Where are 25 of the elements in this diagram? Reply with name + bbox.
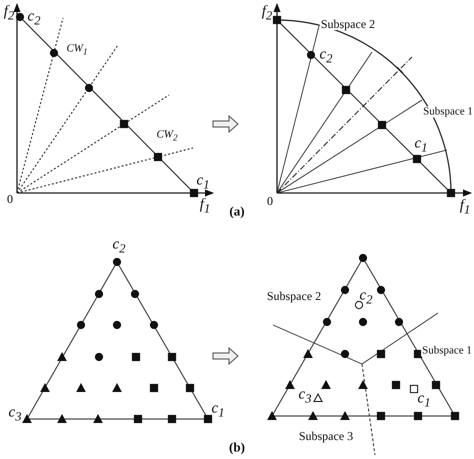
point-label: c$_{2}$ — [360, 288, 372, 306]
point-label: CW$_{1}$ — [66, 43, 88, 57]
origin-label: 0 — [266, 195, 274, 207]
point-label: CW$_{2}$ — [156, 129, 178, 143]
region-label: Subspace 2 — [320, 18, 376, 30]
region-label: Subspace 1 — [421, 346, 473, 356]
point-label: c$_{1}$ — [414, 136, 428, 154]
point-label: c$_{1}$ — [196, 173, 210, 191]
origin-label: 0 — [6, 193, 14, 205]
region-label: Subspace 3 — [298, 430, 354, 442]
region-label: Subspace 1 — [422, 106, 474, 118]
axis-label: f$_{2}$ — [4, 4, 14, 22]
region-label: Subspace 2 — [266, 290, 322, 302]
panel-label: (a) — [229, 204, 245, 218]
point-label: c$_{3}$ — [8, 405, 22, 423]
point-label: c$_{2}$ — [112, 237, 126, 255]
point-label: c$_{1}$ — [212, 401, 224, 419]
point-label: c$_{2}$ — [28, 9, 40, 27]
point-label: c$_{3}$ — [298, 387, 312, 405]
point-label: c$_{2}$ — [320, 47, 332, 65]
axis-label: f$_{1}$ — [460, 198, 470, 216]
panel-label: (b) — [229, 440, 245, 454]
axis-label: f$_{1}$ — [200, 197, 210, 215]
point-label: c$_{1}$ — [418, 391, 430, 409]
axis-label: f$_{2}$ — [262, 4, 272, 22]
